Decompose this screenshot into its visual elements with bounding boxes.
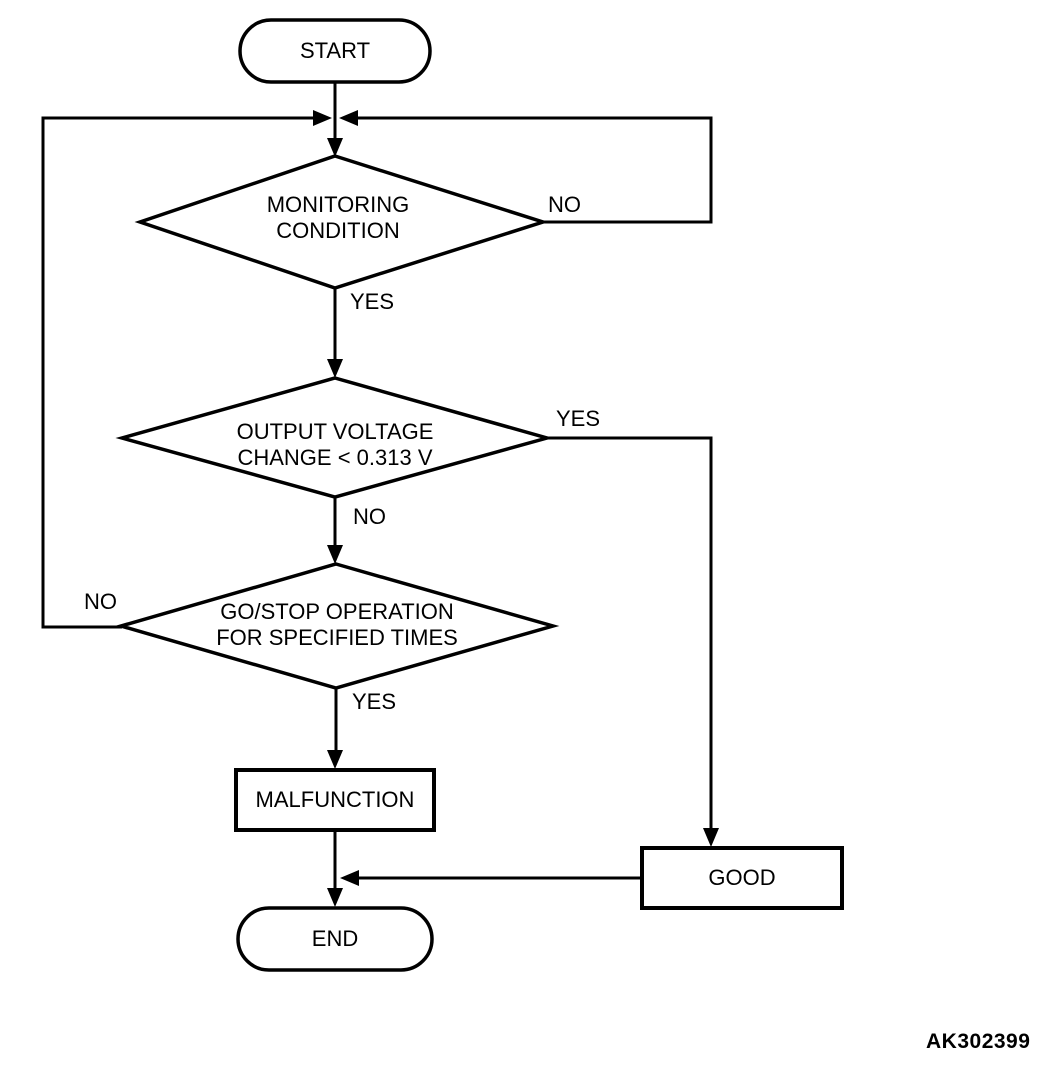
monitoring-label-line1: MONITORING bbox=[266, 192, 410, 217]
gostop-label-line1: GO/STOP OPERATION bbox=[220, 599, 454, 624]
malfunction-process-shape bbox=[234, 768, 436, 832]
arrowhead-into-monitoring bbox=[327, 138, 343, 157]
connector-lines bbox=[41, 82, 713, 889]
voltage-decision-shape bbox=[115, 376, 554, 499]
end-terminator-shape bbox=[236, 906, 434, 972]
voltage-label-line2: CHANGE < 0.313 V bbox=[237, 445, 433, 470]
arrowhead-into-gostop bbox=[327, 545, 343, 564]
gostop-decision-shape bbox=[114, 562, 560, 690]
figure-code: AK302399 bbox=[926, 1030, 1031, 1053]
arrowhead-into-malfunction bbox=[327, 750, 343, 769]
voltage-label-line1: OUTPUT VOLTAGE bbox=[236, 419, 434, 444]
malfunction-node-label: MALFUNCTION bbox=[255, 787, 415, 812]
voltage-node-label: OUTPUT VOLTAGE CHANGE < 0.313 V bbox=[185, 419, 485, 471]
start-terminator-shape bbox=[238, 18, 432, 84]
gostop-node-label: GO/STOP OPERATION FOR SPECIFIED TIMES bbox=[177, 599, 497, 651]
arrowheads bbox=[313, 110, 719, 907]
good-process-shape bbox=[640, 846, 844, 910]
start-node-label: START bbox=[299, 38, 371, 63]
monitoring-decision-shape bbox=[134, 154, 549, 290]
gostop-yes-label: YES bbox=[352, 689, 397, 714]
end-node-label: END bbox=[311, 926, 359, 951]
voltage-no-label: NO bbox=[353, 504, 386, 529]
gostop-no-label: NO bbox=[84, 589, 117, 614]
node-shapes bbox=[114, 18, 844, 972]
arrowhead-into-end bbox=[327, 888, 343, 907]
good-node-label: GOOD bbox=[708, 865, 776, 890]
arrowhead-good-merge bbox=[340, 870, 359, 886]
edge-gostop-no-left-loop bbox=[41, 116, 315, 629]
arrowhead-into-voltage bbox=[327, 359, 343, 378]
arrowhead-left-loop-junction bbox=[313, 110, 332, 126]
monitoring-label-line2: CONDITION bbox=[276, 218, 400, 243]
arrowhead-right-loop-junction bbox=[339, 110, 358, 126]
monitoring-no-label: NO bbox=[548, 192, 581, 217]
monitoring-node-label: MONITORING CONDITION bbox=[188, 192, 488, 244]
edge-voltage-yes-to-good bbox=[547, 436, 713, 830]
monitoring-yes-label: YES bbox=[350, 289, 395, 314]
voltage-yes-label: YES bbox=[556, 406, 601, 431]
edge-monitoring-no-right-loop bbox=[356, 116, 713, 224]
gostop-label-line2: FOR SPECIFIED TIMES bbox=[216, 625, 458, 650]
arrowhead-into-good bbox=[703, 828, 719, 847]
